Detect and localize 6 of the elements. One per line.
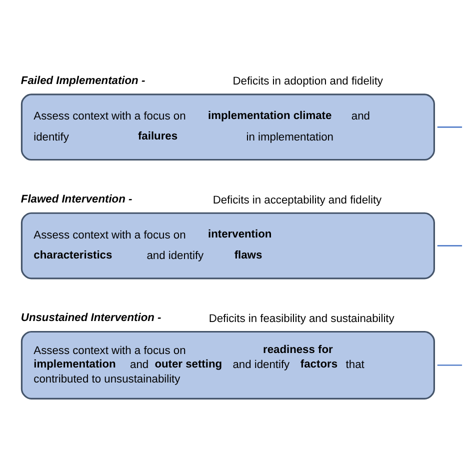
connector [437,126,462,128]
connector [437,364,462,366]
connector [437,245,462,246]
node-label: Flawed Intervention - Deficits in acceptability and fidelity [20,194,382,206]
node-label: Unsustained Intervention - Deficits in feasibility and sustainability [20,312,394,325]
node-label: Failed Implementation - Deficits in adoption and fidelity [20,74,384,88]
